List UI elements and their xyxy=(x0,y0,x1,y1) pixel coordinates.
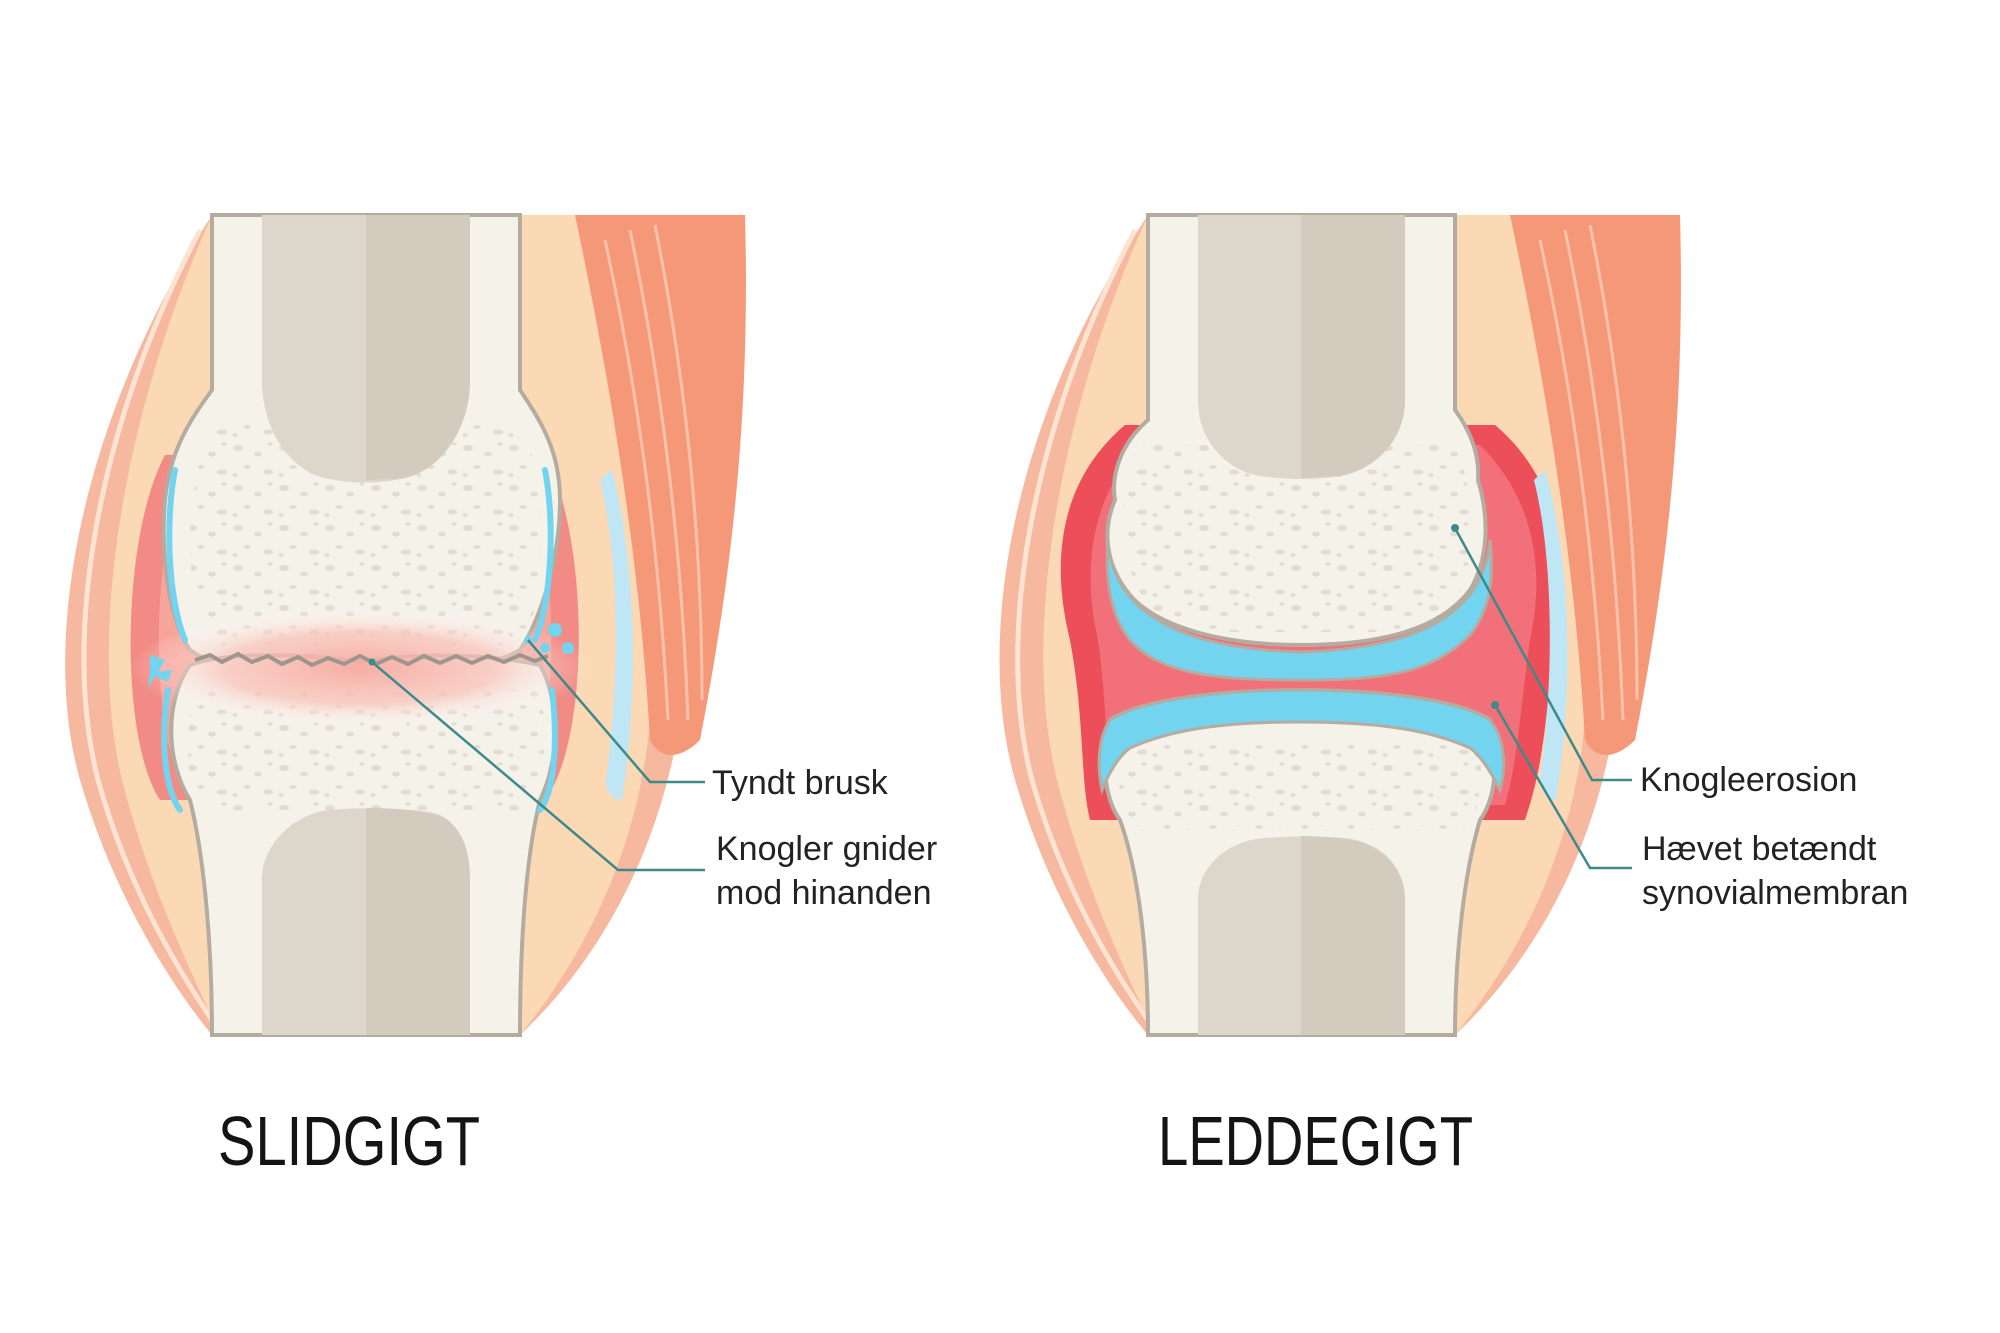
label-bones-rubbing-line1: Knogler gnider xyxy=(716,830,937,868)
skin-inner-line xyxy=(81,228,215,1022)
rheumatoid-pointers xyxy=(1453,527,1632,870)
label-bones-rubbing-line2: mod hinanden xyxy=(716,874,932,912)
upper-cartilage xyxy=(1105,539,1493,682)
rheumatoid-arthritis-diagram xyxy=(999,213,1681,1037)
pointer-bone-erosion xyxy=(1453,527,1632,782)
title-leddegigt: LEDDEGIGT xyxy=(1158,1102,1473,1180)
label-swollen-membrane-line1: Hævet betændt xyxy=(1642,830,1877,868)
bursa xyxy=(600,470,633,800)
muscle xyxy=(1510,215,1681,755)
osteoarthritis-diagram xyxy=(65,213,746,1037)
pointer-thin-cartilage xyxy=(527,639,705,784)
muscle-fibers xyxy=(1538,224,1639,721)
upper-bone-marrow-shade xyxy=(366,215,470,480)
thin-cartilage-remnants xyxy=(161,467,558,813)
label-swollen-membrane-line2: synovialmembran xyxy=(1642,874,1908,912)
pointer-bones-rubbing xyxy=(371,661,705,872)
pointer-swollen-membrane xyxy=(1493,704,1632,870)
grinding-inflammation xyxy=(130,608,590,728)
label-thin-cartilage: Tyndt brusk xyxy=(712,764,889,802)
lower-bone-marrow-shade xyxy=(366,808,470,1035)
upper-bone-marrow-shade xyxy=(1301,215,1405,478)
title-slidgigt: SLIDGIGT xyxy=(218,1102,480,1180)
skin-inner-line xyxy=(1015,228,1151,1022)
cartilage-fragments xyxy=(148,623,574,688)
bone-contact-line xyxy=(194,651,549,668)
label-bone-erosion: Knogleerosion xyxy=(1640,761,1857,799)
lower-bone-marrow-shade xyxy=(1301,836,1405,1035)
osteoarthritis-pointers xyxy=(371,639,705,872)
muscle xyxy=(575,215,746,755)
lower-bone-spongy xyxy=(1118,740,1481,830)
upper-bone-spongy xyxy=(1123,445,1472,632)
muscle-fibers xyxy=(603,224,704,721)
upper-bone-spongy xyxy=(190,420,540,645)
lower-cartilage xyxy=(1097,688,1506,796)
